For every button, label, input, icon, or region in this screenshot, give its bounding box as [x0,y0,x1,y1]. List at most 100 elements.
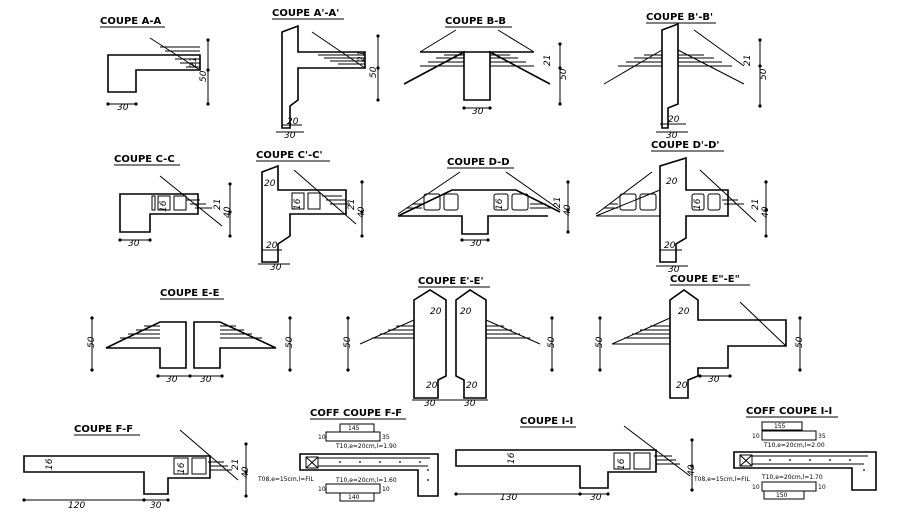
hollow-block [493,193,509,211]
dim-label: 50 [547,336,557,348]
dim-tick [376,98,380,102]
dim-tick [376,66,380,70]
dim-label: 10 [382,486,390,493]
dim-tick [244,494,248,498]
hollow-block [173,457,189,475]
dim-label: 40 [241,466,251,478]
dim-tick [566,208,570,212]
dim-tick [690,438,694,442]
dim-tick [598,368,602,372]
section-title: COUPE E"-E" [670,274,740,285]
rebar-note: T08,e=15cm,l=FIL [257,476,315,483]
dim-label: 20 [668,115,680,125]
section-title: COUPE B-B [445,16,506,27]
dim-label: 16 [495,198,505,210]
section-coff-i: COFF COUPE I-I 155 10 35 T10,e=20cm,l=2.… [693,406,877,500]
rebar-note: T10,e=20cm,l=1.90 [335,443,397,450]
section-b-b: COUPE B-B 21 50 30 [403,16,569,117]
slope-line [699,169,757,223]
section-title: COUPE D'-D' [651,140,719,151]
bar-schedule-box [763,490,805,500]
slope-line [159,175,223,227]
section-outline [281,24,366,129]
dim-label: 30 [270,263,282,273]
hatch-fill [186,199,212,209]
dim-tick [228,182,232,186]
slope-line [397,171,461,215]
dim-label: 21 [543,55,553,66]
dim-label: 40 [223,206,233,218]
section-outline [299,453,439,497]
dim-tick [690,488,694,492]
dim-label: 30 [424,399,436,409]
dim-label: 21 [213,199,223,210]
dim-label: 16 [159,200,169,212]
dim-label: 145 [348,425,360,432]
dim-label: 130 [500,493,517,503]
dim-label: 30 [150,501,162,511]
section-outline [397,189,561,235]
dim-tick [728,374,732,378]
section-outline-right [193,321,277,369]
rebar-note: T08,e=15cm,l=FIL [693,476,751,483]
section-outline [119,193,199,233]
dim-label: 50 [759,68,769,80]
dim-label: 20 [426,381,438,391]
dim-label: 50 [199,70,209,82]
dim-label: 20 [676,381,688,391]
dim-tick [134,102,138,106]
bar-schedule-box [325,483,381,494]
dim-tick [228,210,232,214]
hollow-block [191,457,207,475]
hollow-block [291,192,305,210]
dim-tick [486,238,490,242]
dim-tick [598,316,602,320]
dim-label: 30 [472,107,484,117]
dim-label: 50 [343,336,353,348]
dim-tick [220,374,224,378]
dim-label: 120 [68,501,85,511]
hollow-block [423,193,441,211]
bar-schedule-box [325,431,381,442]
section-outline [107,54,201,93]
dim-tick [244,470,248,474]
dim-tick [558,102,562,106]
hatch-fill [618,29,745,67]
dim-label: 20 [460,307,472,317]
section-coff-f: COFF COUPE F-F 145 10 35 T10,e=20cm,l=1.… [257,408,439,502]
dim-label: 20 [678,307,690,317]
section-outline-left [105,321,187,369]
dim-label: 30 [284,131,296,141]
dim-label: 155 [774,423,786,430]
dim-tick [798,316,802,320]
slope-line [293,169,357,225]
dim-label: 50 [795,336,805,348]
hatch-fill [604,199,744,209]
slab-edges [359,319,541,345]
dim-label: 30 [470,239,482,249]
bar-schedule-box [761,430,817,441]
dim-label: 40 [563,204,573,216]
dim-label: 35 [818,433,826,440]
dim-label: 21 [553,197,563,208]
dim-label: 10 [752,433,760,440]
dim-label: 16 [507,452,517,464]
hatch-fill [406,203,552,209]
stirrup-cross [739,454,753,467]
section-outline-right [455,289,487,399]
dim-tick [606,492,610,496]
section-e-e: COUPE E-E 50 50 30 30 [87,288,295,385]
dim-tick [566,180,570,184]
dim-tick [346,368,350,372]
hollow-block [707,193,721,211]
dim-label: 30 [708,375,720,385]
dim-label: 30 [200,375,212,385]
hollow-block [511,193,529,211]
dim-tick [288,368,292,372]
dim-label: 10 [818,484,826,491]
dim-tick [206,102,210,106]
rebar-dots [769,459,865,471]
dim-label: 50 [595,336,605,348]
dim-tick [758,38,762,42]
